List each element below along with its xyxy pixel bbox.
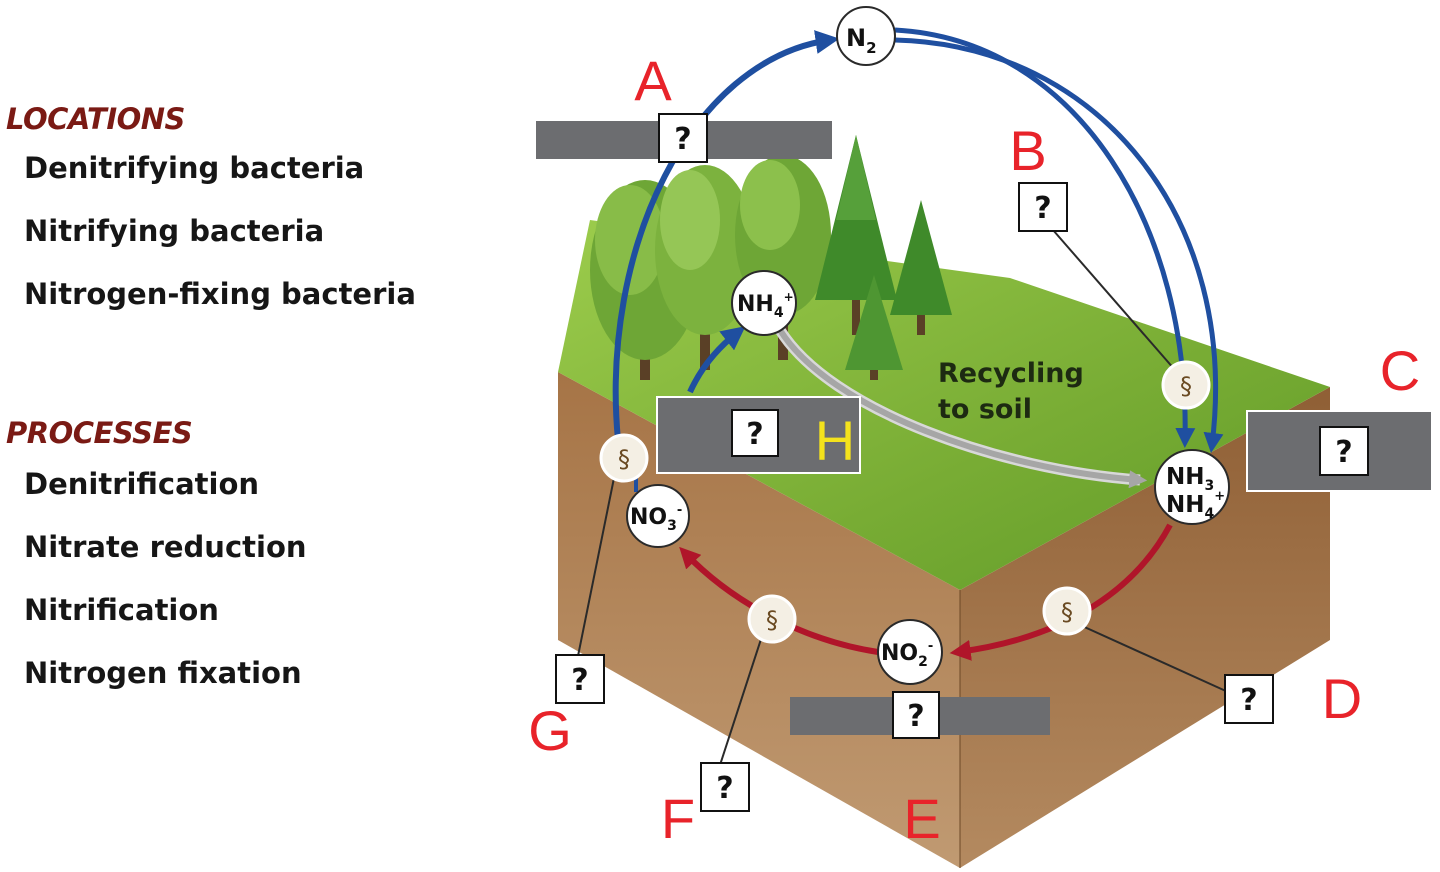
svg-text:?: ? (571, 663, 588, 698)
location-nitrifying-bacteria[interactable]: Nitrifying bacteria (24, 214, 325, 248)
molecule-nh4-plant: NH4+ (731, 270, 797, 336)
location-nitrogen-fixing-bacteria[interactable]: Nitrogen-fixing bacteria (24, 277, 416, 311)
label-letter-h: H (815, 409, 855, 472)
question-box-b[interactable]: ? (1018, 182, 1068, 232)
recycling-label-line2: to soil (938, 394, 1032, 425)
bacteria-icon: § (1161, 360, 1211, 410)
legend: LOCATIONS Denitrifying bacteria Nitrifyi… (0, 0, 520, 872)
molecule-nh3-nh4: NH3 NH4+ (1154, 449, 1230, 525)
question-box-d[interactable]: ? (1224, 674, 1274, 724)
svg-text:NH4+: NH4+ (1166, 489, 1225, 522)
molecule-n2: N2 (836, 6, 896, 66)
label-letter-a: A (634, 49, 672, 112)
label-letter-d: D (1322, 667, 1362, 730)
svg-text:NH4+: NH4+ (737, 290, 794, 321)
tree-conifer (815, 135, 897, 335)
svg-text:§: § (766, 606, 778, 634)
svg-text:?: ? (716, 771, 733, 806)
processes-heading: PROCESSES (6, 416, 193, 450)
svg-text:§: § (1061, 598, 1073, 626)
question-box-a[interactable]: ? (658, 113, 708, 163)
label-letter-c: C (1380, 339, 1420, 402)
bacteria-icon: § (747, 594, 797, 644)
arrow-denitrification-to-n2 (612, 30, 840, 441)
question-box-g[interactable]: ? (555, 654, 605, 704)
tree-deciduous (655, 165, 755, 370)
process-nitrate-reduction[interactable]: Nitrate reduction (24, 530, 307, 564)
tree-conifer (845, 275, 903, 380)
bacteria-icon: § (1042, 586, 1092, 636)
svg-text:NO3-: NO3- (630, 503, 682, 534)
svg-text:§: § (1180, 372, 1192, 400)
label-letter-f: F (661, 787, 695, 850)
label-letter-e: E (903, 787, 940, 850)
svg-text:?: ? (746, 417, 763, 452)
svg-text:?: ? (674, 122, 691, 157)
soil-right-face (960, 387, 1330, 868)
svg-text:N2: N2 (846, 24, 877, 57)
process-nitrogen-fixation[interactable]: Nitrogen fixation (24, 656, 302, 690)
molecule-no2: NO2- (877, 619, 943, 685)
svg-text:NO2-: NO2- (881, 639, 933, 670)
tree-conifer (890, 200, 952, 335)
svg-text:§: § (618, 445, 630, 473)
location-denitrifying-bacteria[interactable]: Denitrifying bacteria (24, 151, 365, 185)
question-box-f[interactable]: ? (700, 762, 750, 812)
svg-text:NH3: NH3 (1166, 464, 1214, 494)
molecule-no3: NO3- (626, 484, 690, 548)
label-letter-b: B (1009, 119, 1046, 182)
arrow-n2-to-ammonia-inner (894, 27, 1196, 448)
question-box-h[interactable]: ? (731, 409, 779, 457)
locations-heading: LOCATIONS (6, 102, 185, 136)
question-box-c[interactable]: ? (1319, 426, 1369, 476)
svg-text:?: ? (1335, 435, 1352, 470)
recycling-label-line1: Recycling (938, 358, 1084, 389)
process-denitrification[interactable]: Denitrification (24, 467, 260, 501)
svg-text:?: ? (907, 699, 924, 734)
question-box-e[interactable]: ? (892, 691, 940, 739)
leader-lines (577, 229, 1229, 766)
process-nitrification[interactable]: Nitrification (24, 593, 219, 627)
svg-text:?: ? (1240, 683, 1257, 718)
arrow-no3-to-nh4-uptake (687, 326, 746, 394)
label-letter-g: G (528, 699, 572, 762)
bacteria-icon: § (599, 433, 649, 483)
arrow-n2-to-ammonia-outer (894, 37, 1224, 453)
svg-text:?: ? (1034, 191, 1051, 226)
